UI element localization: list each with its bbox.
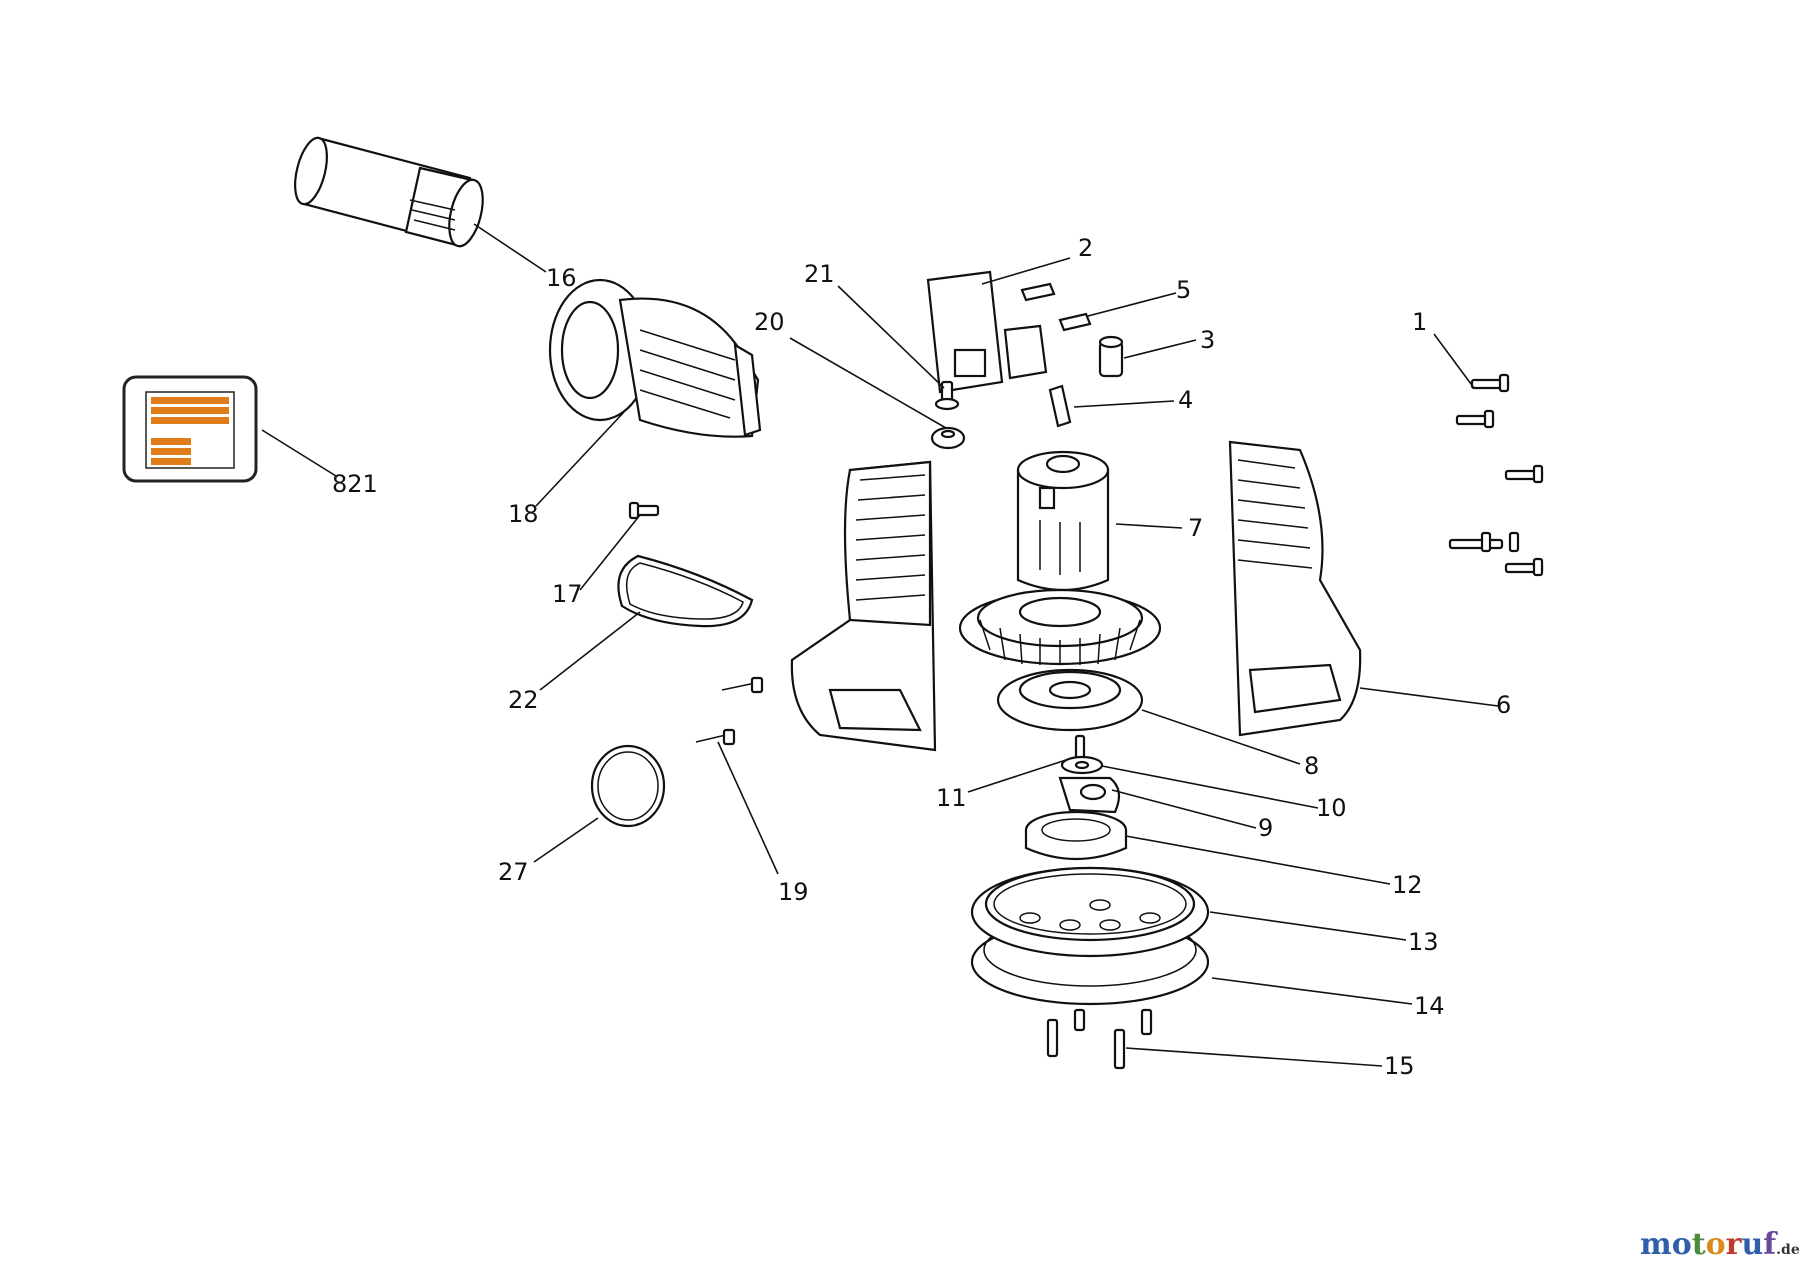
callout-4: 4 bbox=[1178, 386, 1193, 414]
callout-14: 14 bbox=[1414, 992, 1445, 1020]
part-10-washer bbox=[1060, 755, 1104, 775]
part-3-spacer bbox=[1098, 335, 1124, 378]
wm-letter: u bbox=[1741, 1227, 1763, 1262]
callout-22: 22 bbox=[508, 686, 539, 714]
part-22-d-gasket bbox=[617, 554, 754, 628]
part-20-grommet bbox=[930, 426, 966, 450]
callout-3: 3 bbox=[1200, 326, 1215, 354]
callout-leaders bbox=[261, 223, 1499, 1067]
callout-10: 10 bbox=[1316, 794, 1347, 822]
wm-letter: m bbox=[1640, 1227, 1672, 1262]
wm-letter: f bbox=[1763, 1227, 1778, 1262]
callout-6: 6 bbox=[1496, 691, 1511, 719]
part-19-screws bbox=[695, 676, 764, 746]
callout-13: 13 bbox=[1408, 928, 1439, 956]
callout-27: 27 bbox=[498, 858, 529, 886]
part-1-housing-screws bbox=[1448, 373, 1544, 577]
wm-suffix: .de bbox=[1776, 1242, 1800, 1258]
callout-5: 5 bbox=[1176, 276, 1191, 304]
part-18-front-housing bbox=[548, 278, 762, 438]
callout-16: 16 bbox=[546, 264, 577, 292]
callout-8: 8 bbox=[1304, 752, 1319, 780]
part-17-small-screw bbox=[628, 501, 660, 520]
part-12-hub-ring bbox=[1024, 810, 1128, 861]
svg-text:motoruf.de: motoruf.de bbox=[1640, 1227, 1800, 1262]
part-7-motor bbox=[1016, 450, 1110, 592]
part-4-pin bbox=[1048, 384, 1072, 428]
part-13-backing-plate bbox=[970, 866, 1210, 958]
part-fan bbox=[958, 588, 1162, 666]
part-821-label-sticker bbox=[122, 375, 258, 483]
part-8-bearing-plate bbox=[996, 668, 1144, 732]
part-16-cap-cylinder bbox=[294, 136, 484, 248]
part-2-circuit-board bbox=[926, 270, 1048, 394]
wm-letter: o bbox=[1672, 1227, 1692, 1262]
callout-821: 821 bbox=[332, 470, 378, 498]
wm-letter: r bbox=[1726, 1227, 1743, 1262]
watermark-logo: motoruf.de bbox=[1640, 1227, 1800, 1262]
callout-19: 19 bbox=[778, 878, 809, 906]
part-15-pad-screws bbox=[1046, 1008, 1153, 1070]
callout-labels: 1 2 3 4 5 6 7 8 9 10 11 12 13 14 15 16 1… bbox=[332, 234, 1511, 1080]
wm-letter: o bbox=[1706, 1227, 1726, 1262]
part-21-bolt bbox=[934, 380, 960, 411]
callout-17: 17 bbox=[552, 580, 583, 608]
callout-20: 20 bbox=[754, 308, 785, 336]
callout-12: 12 bbox=[1392, 871, 1423, 899]
part-9-counterweight bbox=[1058, 776, 1121, 814]
wm-letter: t bbox=[1692, 1227, 1706, 1262]
callout-1: 1 bbox=[1412, 308, 1427, 336]
callout-7: 7 bbox=[1188, 514, 1203, 542]
part-5-contact-blocks bbox=[1020, 282, 1092, 332]
callout-9: 9 bbox=[1258, 814, 1273, 842]
callout-15: 15 bbox=[1384, 1052, 1415, 1080]
callout-2: 2 bbox=[1078, 234, 1093, 262]
callout-21: 21 bbox=[804, 260, 835, 288]
part-left-housing-half bbox=[790, 460, 937, 752]
part-6-right-housing-half bbox=[1228, 440, 1362, 737]
callout-18: 18 bbox=[508, 500, 539, 528]
callout-11: 11 bbox=[936, 784, 967, 812]
part-27-o-ring bbox=[590, 744, 666, 828]
